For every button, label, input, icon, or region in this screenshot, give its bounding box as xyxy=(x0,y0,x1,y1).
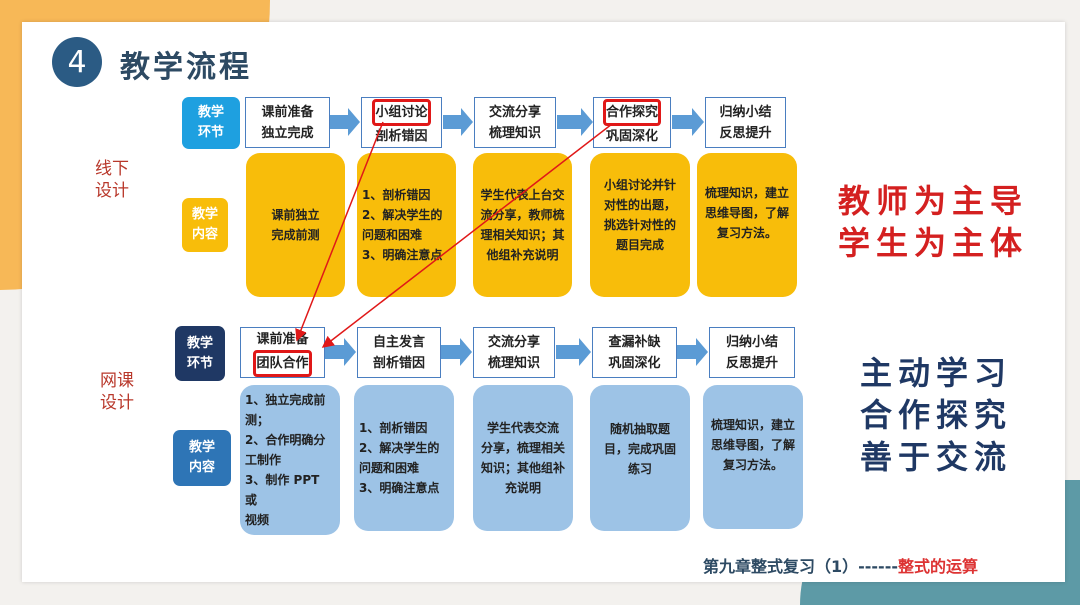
step-line: 交流分享 xyxy=(487,334,540,350)
online-content-4: 随机抽取题 目，完成巩固 练习 xyxy=(590,385,690,531)
offline-content-3: 学生代表上台交 流分享，教师梳 理相关知识；其 他组补充说明 xyxy=(473,153,572,297)
online-stage-label: 教学 环节 xyxy=(175,326,225,381)
online-step-4: 查漏补缺巩固深化 xyxy=(592,327,677,378)
online-step-5: 归纳小结反思提升 xyxy=(709,327,795,378)
step-line: 查漏补缺 xyxy=(608,334,661,350)
offline-step-3: 交流分享梳理知识 xyxy=(474,97,556,148)
online-step-3: 交流分享梳理知识 xyxy=(473,327,555,378)
arrow-right-icon xyxy=(557,108,593,136)
highlighted-step-line: 团队合作 xyxy=(253,349,312,377)
step-line: 剖析错因 xyxy=(372,355,425,371)
offline-content-5: 梳理知识，建立 思维导图，了解 复习方法。 xyxy=(697,153,797,297)
slogan-line: 学生为主体 xyxy=(838,224,1029,262)
offline-content-2: 1、剖析错因 2、解决学生的 问题和困难 3、明确注意点 xyxy=(357,153,456,297)
offline-step-2: 小组讨论剖析错因 xyxy=(361,97,442,148)
offline-step-4: 合作探究巩固深化 xyxy=(593,97,671,148)
online-content-1: 1、独立完成前 测； 2、合作明确分 工制作 3、制作 PPT 或 视频 xyxy=(240,385,340,535)
step-line: 独立完成 xyxy=(261,125,314,141)
offline-content-4: 小组讨论并针 对性的出题， 挑选针对性的 题目完成 xyxy=(590,153,690,297)
step-line: 剖析错因 xyxy=(375,128,428,144)
offline-slogan: 教师为主导 学生为主体 xyxy=(838,180,1028,264)
footer-chapter: 第九章整式复习（1）------ xyxy=(703,557,898,576)
connector-line xyxy=(321,123,613,348)
step-line: 梳理知识 xyxy=(488,125,541,141)
arrow-right-icon xyxy=(330,108,360,136)
arrow-right-icon xyxy=(443,108,473,136)
arrow-right-icon xyxy=(677,338,708,366)
step-line: 巩固深化 xyxy=(605,128,658,144)
online-section-label: 网课 设计 xyxy=(100,371,134,413)
offline-content-label: 教学 内容 xyxy=(182,198,228,252)
online-content-5: 梳理知识，建立 思维导图，了解 复习方法。 xyxy=(703,385,803,529)
slogan-line: 教师为主导 xyxy=(838,182,1029,220)
online-content-2: 1、剖析错因 2、解决学生的 问题和困难 3、明确注意点 xyxy=(354,385,454,531)
slogan-line: 合作探究 xyxy=(860,396,1013,434)
section-number-badge: 4 xyxy=(52,37,102,87)
offline-stage-label: 教学 环节 xyxy=(182,97,240,149)
arrow-right-icon xyxy=(556,338,591,366)
step-line: 课前准备 xyxy=(261,104,314,120)
offline-step-5: 归纳小结反思提升 xyxy=(705,97,786,148)
offline-section-label: 线下 设计 xyxy=(95,159,129,201)
offline-step-1: 课前准备独立完成 xyxy=(245,97,330,148)
online-content-3: 学生代表交流 分享，梳理相关 知识；其他组补 充说明 xyxy=(473,385,573,531)
step-line: 反思提升 xyxy=(725,355,778,371)
online-content-label: 教学 内容 xyxy=(173,430,231,486)
step-line: 巩固深化 xyxy=(608,355,661,371)
connector-line xyxy=(295,121,384,342)
step-line: 归纳小结 xyxy=(725,334,778,350)
step-line: 交流分享 xyxy=(488,104,541,120)
online-step-1: 课前准备团队合作 xyxy=(240,327,325,378)
slogan-line: 主动学习 xyxy=(860,354,1013,392)
online-step-2: 自主发言剖析错因 xyxy=(357,327,441,378)
step-line: 自主发言 xyxy=(372,334,425,350)
step-line: 归纳小结 xyxy=(719,104,772,120)
offline-content-1: 课前独立 完成前测 xyxy=(246,153,345,297)
slogan-line: 善于交流 xyxy=(860,438,1013,476)
footer-topic: 整式的运算 xyxy=(897,557,978,576)
step-line: 反思提升 xyxy=(719,125,772,141)
arrow-right-icon xyxy=(672,108,704,136)
step-line: 梳理知识 xyxy=(487,355,540,371)
highlighted-step-line: 合作探究 xyxy=(602,98,661,126)
highlighted-step-line: 小组讨论 xyxy=(372,98,431,126)
online-slogan: 主动学习 合作探究 善于交流 xyxy=(860,352,1012,478)
page-title: 教学流程 xyxy=(120,50,252,85)
arrow-right-icon xyxy=(441,338,472,366)
footer-caption: 第九章整式复习（1）------整式的运算 xyxy=(703,553,978,577)
